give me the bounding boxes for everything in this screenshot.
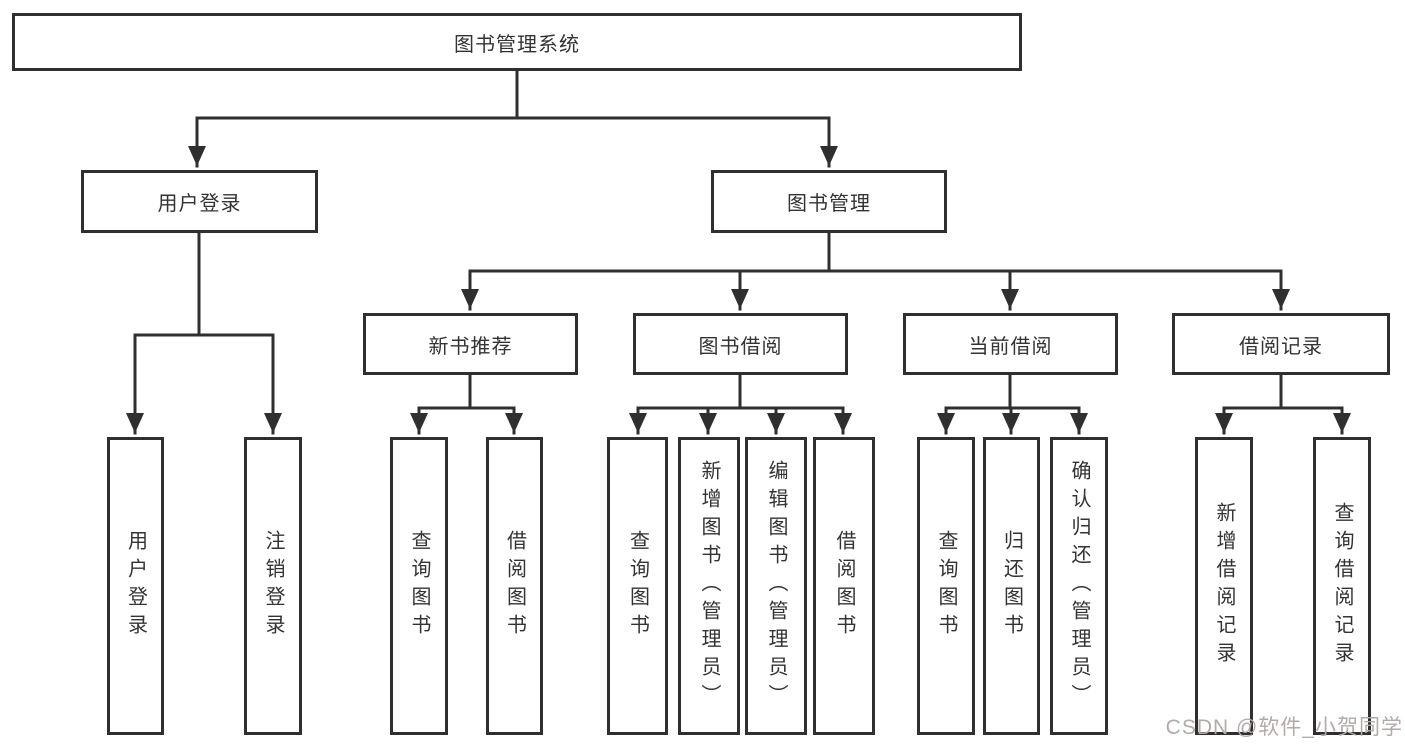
- leaf-label: 查询图书: [935, 530, 957, 642]
- leaf-label: 归还图书: [1000, 530, 1023, 642]
- node-label: 当前借阅: [968, 335, 1053, 358]
- leaf-label: 编辑图书（管理员）: [765, 460, 787, 712]
- leaf-label: 新增借阅记录: [1213, 502, 1235, 670]
- node-label: 借阅记录: [1239, 335, 1323, 358]
- leaf-label: 注销登录: [262, 530, 284, 642]
- node-borrowing-records: 借阅记录: [1172, 313, 1390, 375]
- leaf-user-login: 用户登录: [107, 437, 164, 735]
- node-label: 图书管理: [787, 193, 871, 215]
- leaf-label: 查询图书: [408, 530, 430, 642]
- leaf-label: 用户登录: [124, 530, 147, 642]
- leaf-add-book-admin: 新增图书（管理员）: [678, 437, 740, 735]
- leaf-label: 确认归还（管理员）: [1068, 460, 1090, 712]
- leaf-borrow-book-recommend: 借阅图书: [486, 437, 543, 735]
- leaf-logout: 注销登录: [244, 437, 302, 735]
- leaf-label: 借阅图书: [503, 530, 526, 642]
- leaf-query-book-recommend: 查询图书: [390, 437, 448, 735]
- leaf-return-book: 归还图书: [983, 437, 1040, 735]
- leaf-label: 新增图书（管理员）: [698, 460, 720, 712]
- node-label: 图书借阅: [698, 335, 783, 358]
- leaf-add-borrow-record: 新增借阅记录: [1195, 437, 1253, 735]
- leaf-label: 查询借阅记录: [1331, 502, 1353, 670]
- node-label: 图书管理系统: [454, 33, 580, 56]
- node-current-borrowing: 当前借阅: [903, 313, 1118, 375]
- leaf-label: 查询图书: [626, 530, 649, 642]
- leaf-query-borrow-record: 查询借阅记录: [1313, 437, 1371, 735]
- leaf-edit-book-admin: 编辑图书（管理员）: [745, 437, 807, 735]
- node-book-management-branch: 图书管理: [711, 170, 947, 233]
- node-label: 新书推荐: [428, 335, 513, 358]
- leaf-query-book-current: 查询图书: [917, 437, 975, 735]
- node-label: 用户登录: [157, 193, 242, 215]
- leaf-borrow-book-borrowing: 借阅图书: [813, 437, 875, 735]
- leaf-query-book-borrowing: 查询图书: [607, 437, 668, 735]
- csdn-watermark: CSDN @软件_小贺同学: [1165, 716, 1403, 739]
- leaf-label: 借阅图书: [833, 530, 855, 642]
- node-user-login-branch: 用户登录: [81, 170, 318, 233]
- node-new-book-recommend: 新书推荐: [363, 313, 578, 375]
- node-library-management-system: 图书管理系统: [12, 13, 1022, 71]
- node-book-borrowing: 图书借阅: [633, 313, 848, 375]
- leaf-confirm-return-admin: 确认归还（管理员）: [1050, 437, 1108, 735]
